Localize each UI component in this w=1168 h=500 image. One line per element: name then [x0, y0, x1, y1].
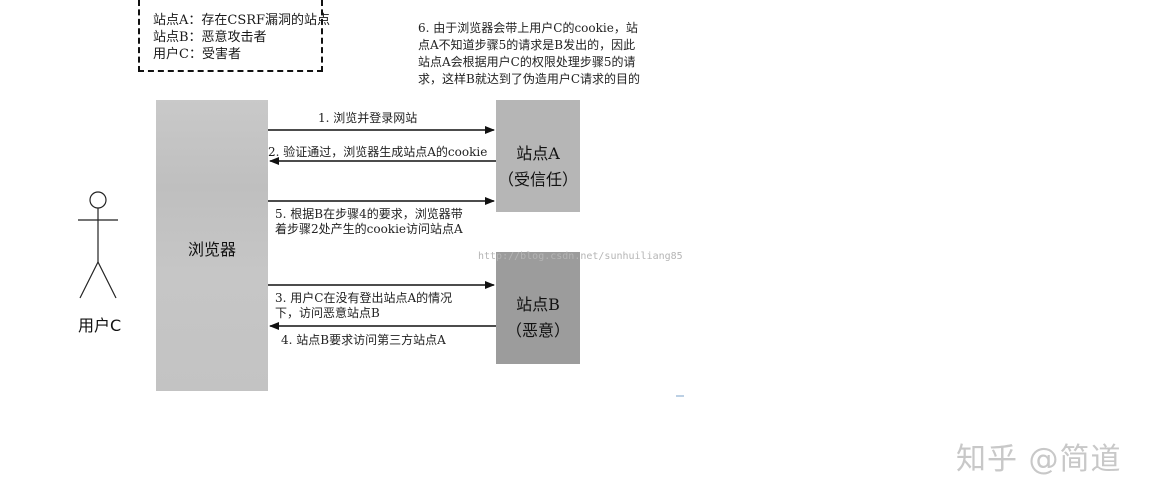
- step-6-note: 6. 由于浏览器会带上用户C的cookie，站 点A不知道步骤5的请求是B发出的…: [418, 21, 641, 86]
- site-a-box: 站点A （受信任）: [496, 100, 580, 212]
- user-c-label: 用户C: [78, 316, 122, 335]
- site-b-title: 站点B: [516, 295, 560, 314]
- site-b-subtitle: （恶意）: [505, 321, 570, 340]
- step-1-label: 1. 浏览并登录网站: [318, 111, 418, 125]
- browser-column: [156, 100, 268, 391]
- user-c-figure: [78, 191, 118, 299]
- step-2-label: 2. 验证通过，浏览器生成站点A的cookie: [268, 145, 488, 159]
- site-b-box: 站点B （恶意）: [496, 252, 580, 364]
- legend-site-a: 站点A：存在CSRF漏洞的站点: [153, 13, 331, 28]
- legend-site-b: 站点B：恶意攻击者: [153, 30, 267, 45]
- browser-label: 浏览器: [187, 240, 236, 259]
- step-4-label: 4. 站点B要求访问第三方站点A: [281, 333, 446, 347]
- legend-box: 站点A：存在CSRF漏洞的站点 站点B：恶意攻击者 用户C：受害者: [138, 0, 331, 72]
- step-5-label: 5. 根据B在步骤4的要求，浏览器带 着步骤2处产生的cookie访问站点A: [275, 207, 463, 236]
- blog-watermark: http://blog.csdn.net/sunhuiliang85: [478, 251, 683, 262]
- zhihu-watermark: 知乎 @简道: [956, 442, 1122, 477]
- site-a-title: 站点A: [516, 144, 560, 163]
- site-a-subtitle: （受信任）: [497, 170, 578, 189]
- step-3-label: 3. 用户C在没有登出站点A的情况 下，访问恶意站点B: [275, 291, 453, 320]
- legend-user-c: 用户C：受害者: [153, 47, 241, 62]
